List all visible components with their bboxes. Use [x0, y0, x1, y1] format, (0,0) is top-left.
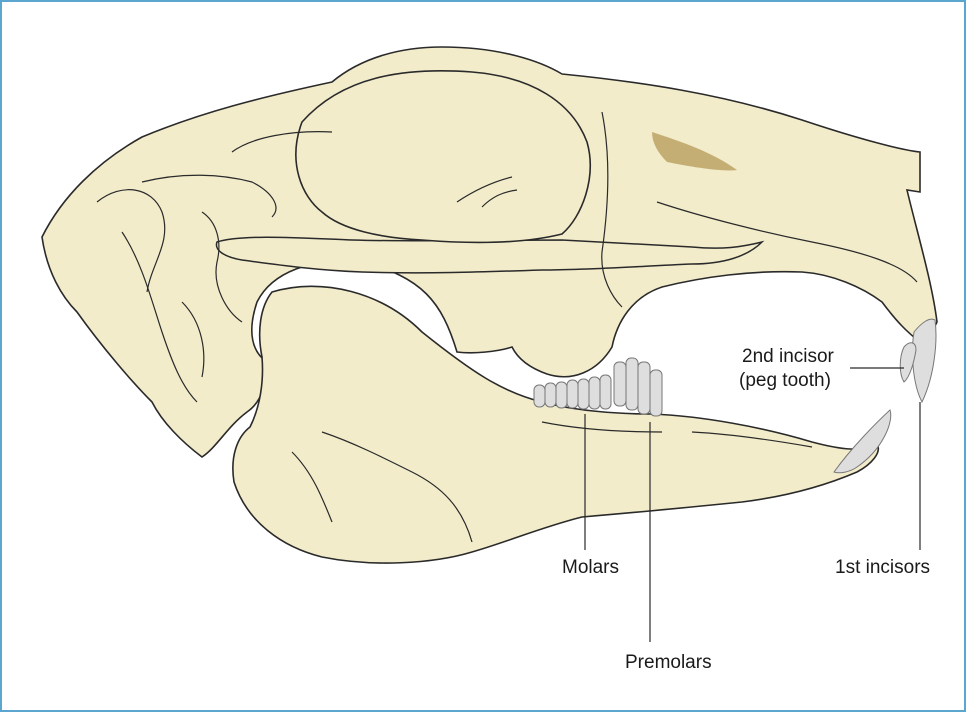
contour-lines [96, 111, 918, 543]
molar-teeth [533, 374, 612, 410]
second-incisor-peg [899, 342, 917, 383]
label-peg-tooth: (peg tooth) [739, 370, 831, 391]
lower-incisor [833, 409, 892, 474]
leader-lines [584, 367, 921, 642]
label-molars: Molars [562, 557, 620, 578]
nasal-shading [652, 132, 737, 171]
orbit-outline [295, 70, 591, 244]
label-premolars: Premolars [625, 652, 712, 673]
label-first-incisors: 1st incisors [835, 557, 931, 578]
label-second-incisor: 2nd incisor [742, 346, 834, 367]
premolar-teeth [613, 357, 663, 417]
upper-first-incisor [911, 318, 937, 404]
